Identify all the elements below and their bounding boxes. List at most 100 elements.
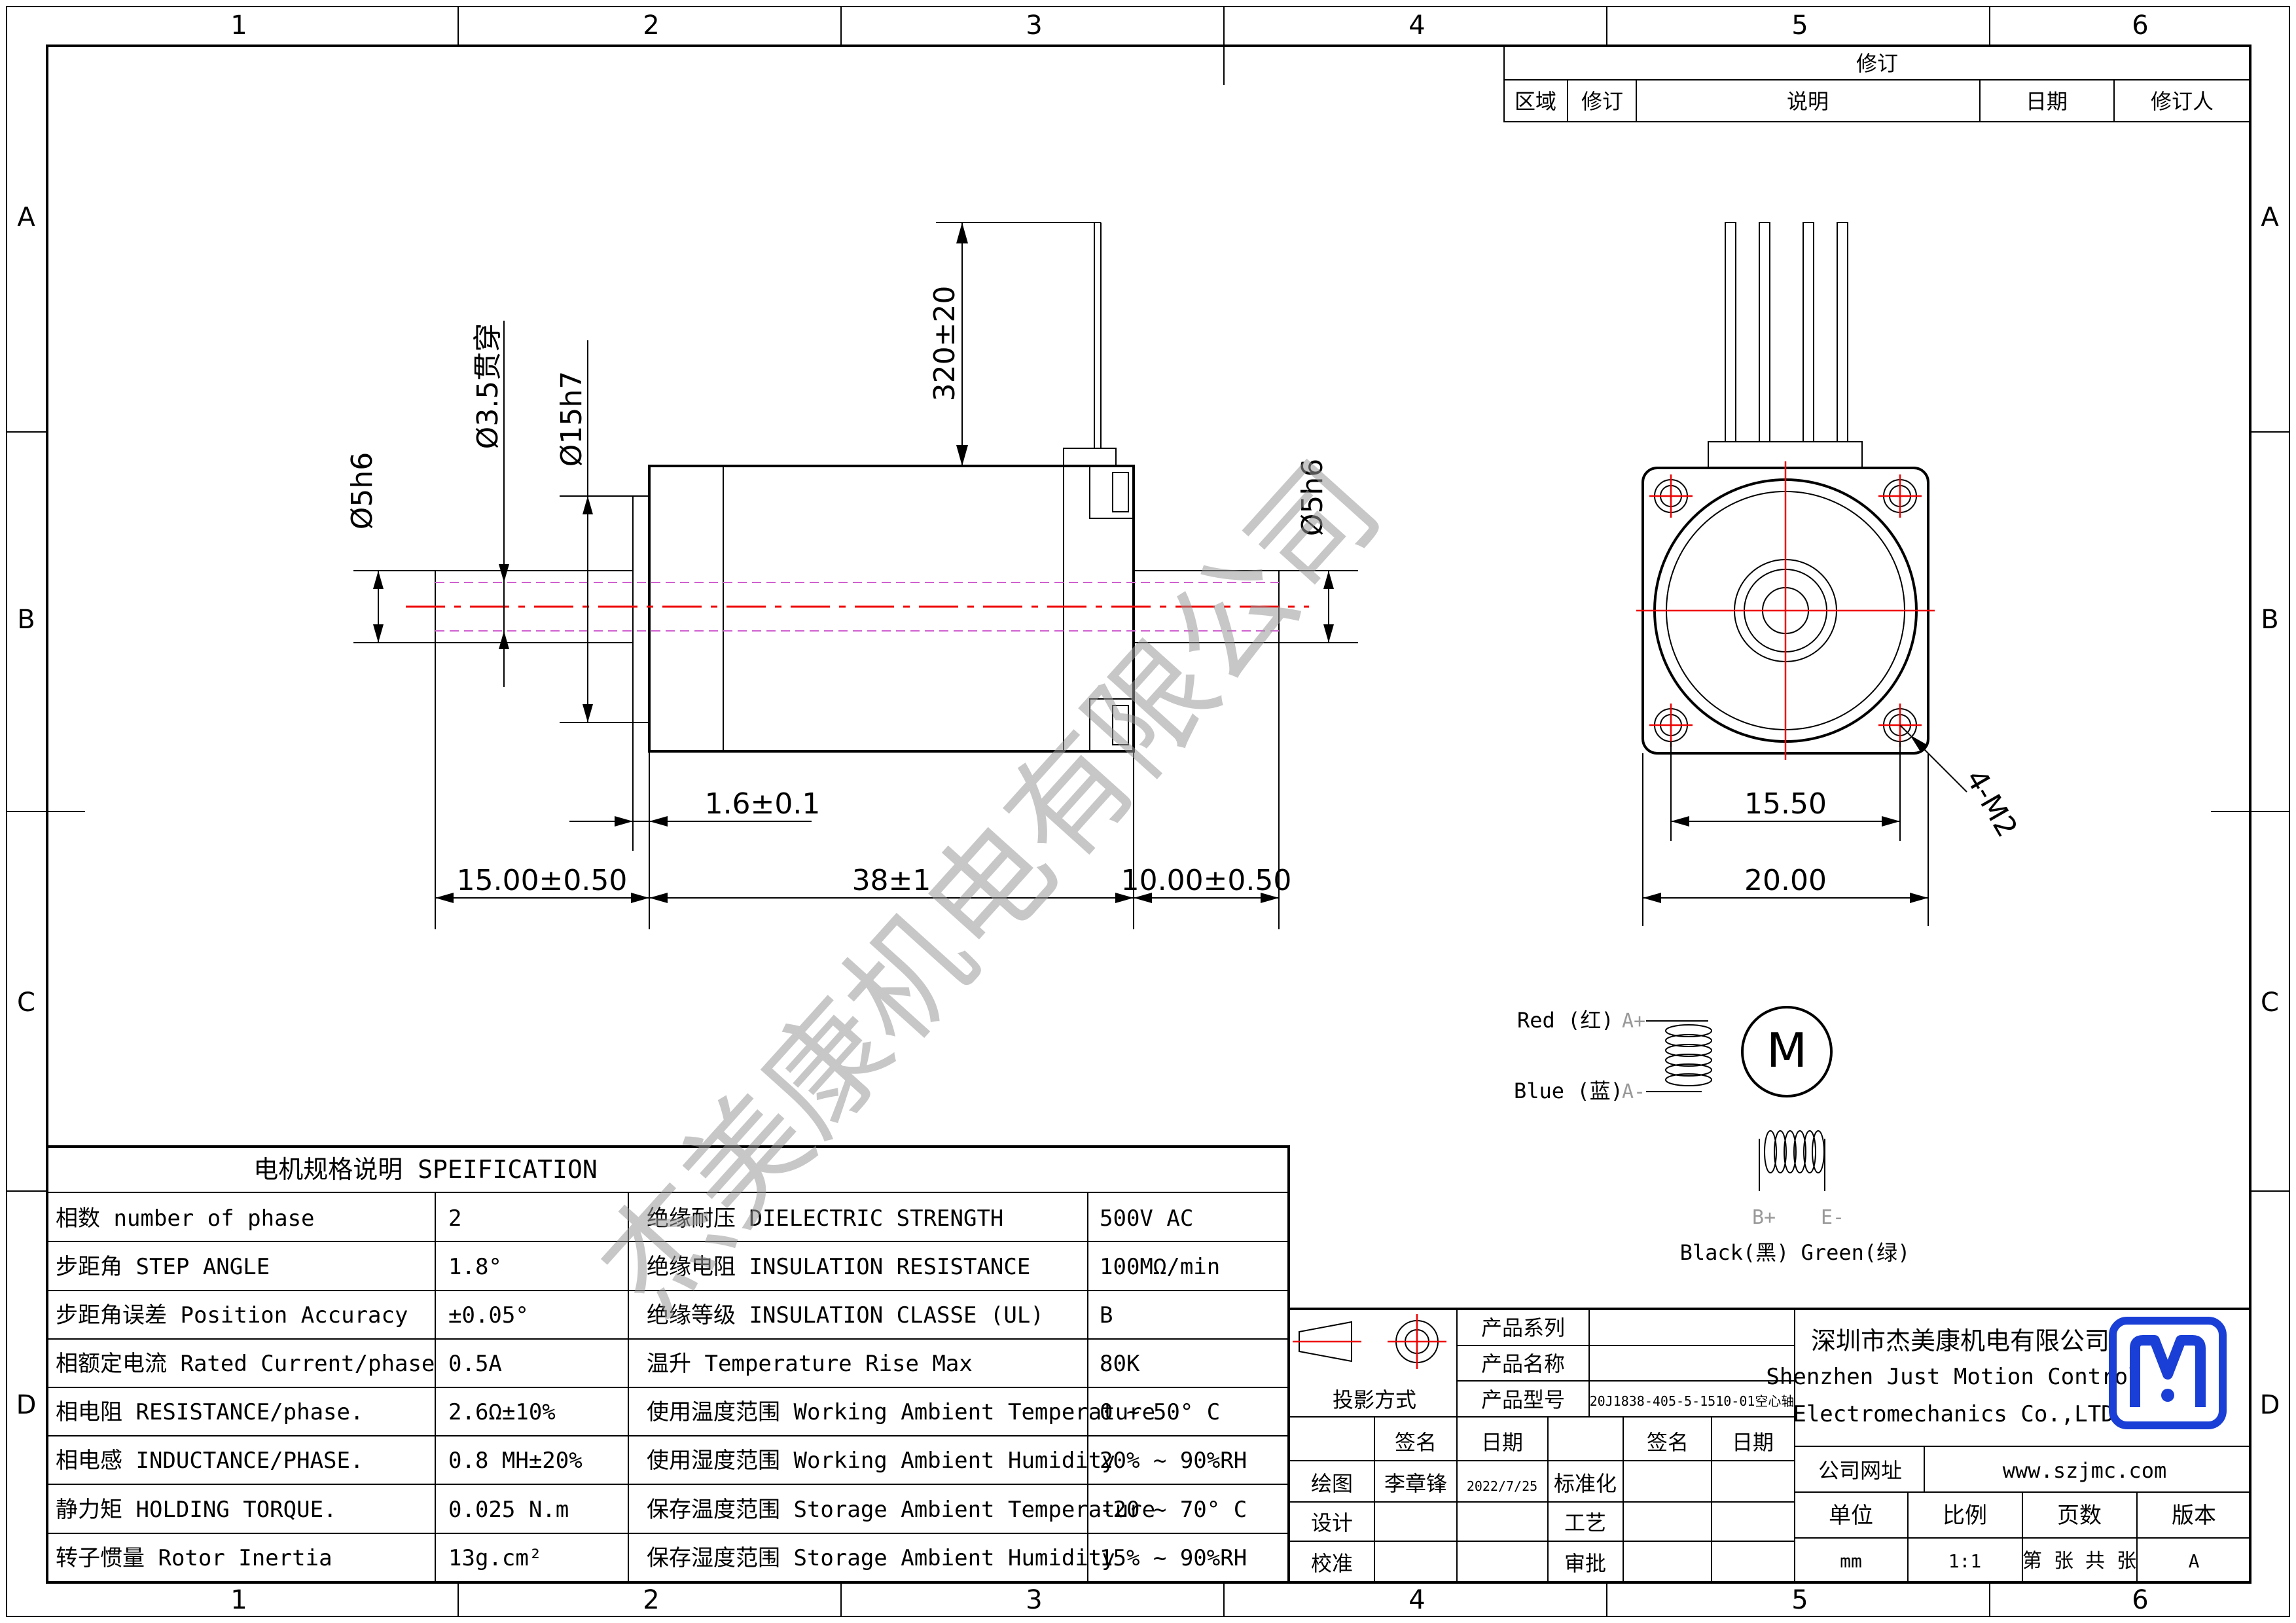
spec-value: 80K [1100, 1351, 1140, 1377]
spec-key: 步距角误差 Position Accuracy [56, 1302, 408, 1329]
motor-label: M [1767, 1023, 1807, 1078]
dim-shaft-left-dia: Ø5h6 [346, 452, 379, 530]
col-label: 1 [230, 1585, 247, 1615]
row-label: B [17, 605, 35, 635]
col-label: 6 [2132, 10, 2148, 41]
tb-approve-label: 审批 [1564, 1551, 1606, 1576]
spec-key: 使用湿度范围 Working Ambient Humidity [647, 1448, 1115, 1474]
dim-body-len: 38±1 [852, 864, 931, 897]
wire-blue-label: Blue (蓝) [1514, 1079, 1623, 1103]
spec-key: 绝缘等级 INSULATION CLASSE (UL) [647, 1302, 1044, 1329]
row-label: D [2260, 1390, 2280, 1420]
spec-key: 相电感 INDUCTANCE/PHASE. [56, 1448, 363, 1474]
wire-red-label: Red (红) [1517, 1008, 1614, 1033]
spec-key: 相数 number of phase [56, 1205, 315, 1232]
tb-model-label: 产品型号 [1481, 1387, 1565, 1412]
spec-value: 0.5A [448, 1351, 502, 1377]
dim-lead-length: 320±20 [928, 286, 961, 402]
tb-series-label: 产品系列 [1481, 1315, 1565, 1340]
spec-key: 静力矩 HOLDING TORQUE. [56, 1497, 337, 1523]
row-label: C [17, 988, 35, 1018]
row-label: C [2261, 988, 2279, 1018]
spec-value: 100MΩ/min [1100, 1254, 1220, 1280]
spec-key: 温升 Temperature Rise Max [647, 1351, 973, 1377]
col-label: 2 [643, 10, 659, 41]
tb-unit: mm [1840, 1550, 1862, 1572]
tb-scale-label: 比例 [1943, 1503, 1987, 1529]
spec-value: 20% ~ 90%RH [1100, 1448, 1247, 1474]
tb-sign2-label: 签名 [1647, 1430, 1689, 1455]
spec-value: ±0.05° [448, 1302, 529, 1329]
spec-value: 2 [448, 1205, 461, 1232]
tb-model-value: 20J1838-405-5-1510-01空心轴 [1590, 1393, 1795, 1409]
wire-black-label: Black(黑) [1680, 1240, 1789, 1265]
tb-date-label: 日期 [1481, 1430, 1523, 1455]
wire-a-minus: A- [1622, 1080, 1645, 1103]
tb-drawer: 李章锋 [1384, 1471, 1447, 1496]
revision-header: 日期 [2026, 89, 2068, 114]
revision-header: 修订人 [2151, 89, 2214, 114]
tb-scale: 1:1 [1948, 1550, 1982, 1572]
wire-e-minus: E- [1821, 1206, 1844, 1229]
dim-hole-spacing: 15.50 [1744, 787, 1827, 821]
col-label: 4 [1408, 10, 1425, 41]
dim-boss-dia: Ø15h7 [555, 371, 588, 467]
dim-flange-thick: 1.6±0.1 [705, 787, 821, 821]
revision-header: 区域 [1515, 89, 1556, 114]
tb-sign-label: 签名 [1395, 1430, 1437, 1455]
spec-value: 0.025 N.m [448, 1497, 569, 1523]
col-label: 6 [2132, 1585, 2148, 1615]
tb-projection-label: 投影方式 [1333, 1387, 1416, 1412]
spec-value: 1.8° [448, 1254, 502, 1280]
dim-shaft-left-len: 15.00±0.50 [457, 864, 628, 897]
wire-a-plus: A+ [1622, 1010, 1645, 1033]
col-label: 5 [1791, 1585, 1808, 1615]
spec-value: B [1100, 1302, 1113, 1329]
company-name-cn: 深圳市杰美康机电有限公司 [1811, 1327, 2109, 1355]
spec-value: -20 ~ 70° C [1100, 1497, 1247, 1523]
motor-symbol [1741, 1006, 1833, 1097]
spec-key: 使用温度范围 Working Ambient Temperature [647, 1399, 1155, 1425]
spec-title: 电机规格说明 SPEIFICATION [253, 1155, 597, 1184]
revision-table: 修订 区域 修订 说明 日期 修订人 [1503, 45, 2251, 122]
dim-shaft-right-dia: Ø5h6 [1296, 459, 1329, 537]
tb-version-label: 版本 [2172, 1503, 2216, 1529]
spec-key: 保存温度范围 Storage Ambient Temperature [647, 1497, 1155, 1523]
col-label: 4 [1408, 1585, 1425, 1615]
spec-value: 2.6Ω±10% [448, 1399, 556, 1425]
spec-key: 保存湿度范围 Storage Ambient Humidity [647, 1545, 1115, 1571]
col-label: 3 [1026, 10, 1042, 41]
dim-shaft-right-len: 10.00±0.50 [1121, 864, 1292, 897]
col-label: 2 [643, 1585, 659, 1615]
spec-value: 0.8 MH±20% [448, 1448, 583, 1474]
wire-green-label: Green(绿) [1801, 1240, 1910, 1265]
tb-design-label: 设计 [1311, 1510, 1353, 1535]
title-block: 产品系列 产品名称 产品型号 20J1838-405-5-1510-01空心轴 … [1287, 1308, 2251, 1584]
dim-holes: 4-M2 [1959, 764, 2024, 843]
spec-key: 转子惯量 Rotor Inertia [56, 1545, 332, 1571]
spec-value: 15% ~ 90%RH [1100, 1545, 1247, 1571]
revision-header: 修订 [1581, 89, 1623, 114]
row-label: D [16, 1390, 37, 1420]
dim-body-width: 20.00 [1744, 864, 1827, 897]
wire-b-plus: B+ [1752, 1206, 1776, 1229]
side-view: 320±20 Ø5h6 Ø3.5贯穿 Ø15h7 Ø5h6 1.6±0 [346, 222, 1358, 929]
tb-check-label: 校准 [1311, 1551, 1353, 1576]
revision-title: 修订 [1856, 51, 1898, 76]
tb-website-label: 公司网址 [1818, 1458, 1902, 1483]
tb-standard-label: 标准化 [1554, 1471, 1617, 1496]
spec-key: 相额定电流 Rated Current/phase [56, 1351, 435, 1377]
tb-website: www.szjmc.com [2003, 1458, 2166, 1483]
row-label: B [2261, 605, 2278, 635]
company-name-en-1: Shenzhen Just Motion Control [1766, 1364, 2141, 1390]
row-label: A [17, 202, 35, 232]
tb-name-label: 产品名称 [1481, 1351, 1565, 1376]
spec-value: 500V AC [1100, 1205, 1193, 1232]
front-view: 4-M2 15.50 20.00 [1636, 222, 2024, 926]
spec-key: 相电阻 RESISTANCE/phase. [56, 1399, 363, 1425]
row-label: A [2261, 202, 2279, 232]
spec-key: 绝缘电阻 INSULATION RESISTANCE [647, 1254, 1030, 1280]
revision-header: 说明 [1787, 89, 1829, 114]
col-label: 1 [230, 10, 247, 41]
